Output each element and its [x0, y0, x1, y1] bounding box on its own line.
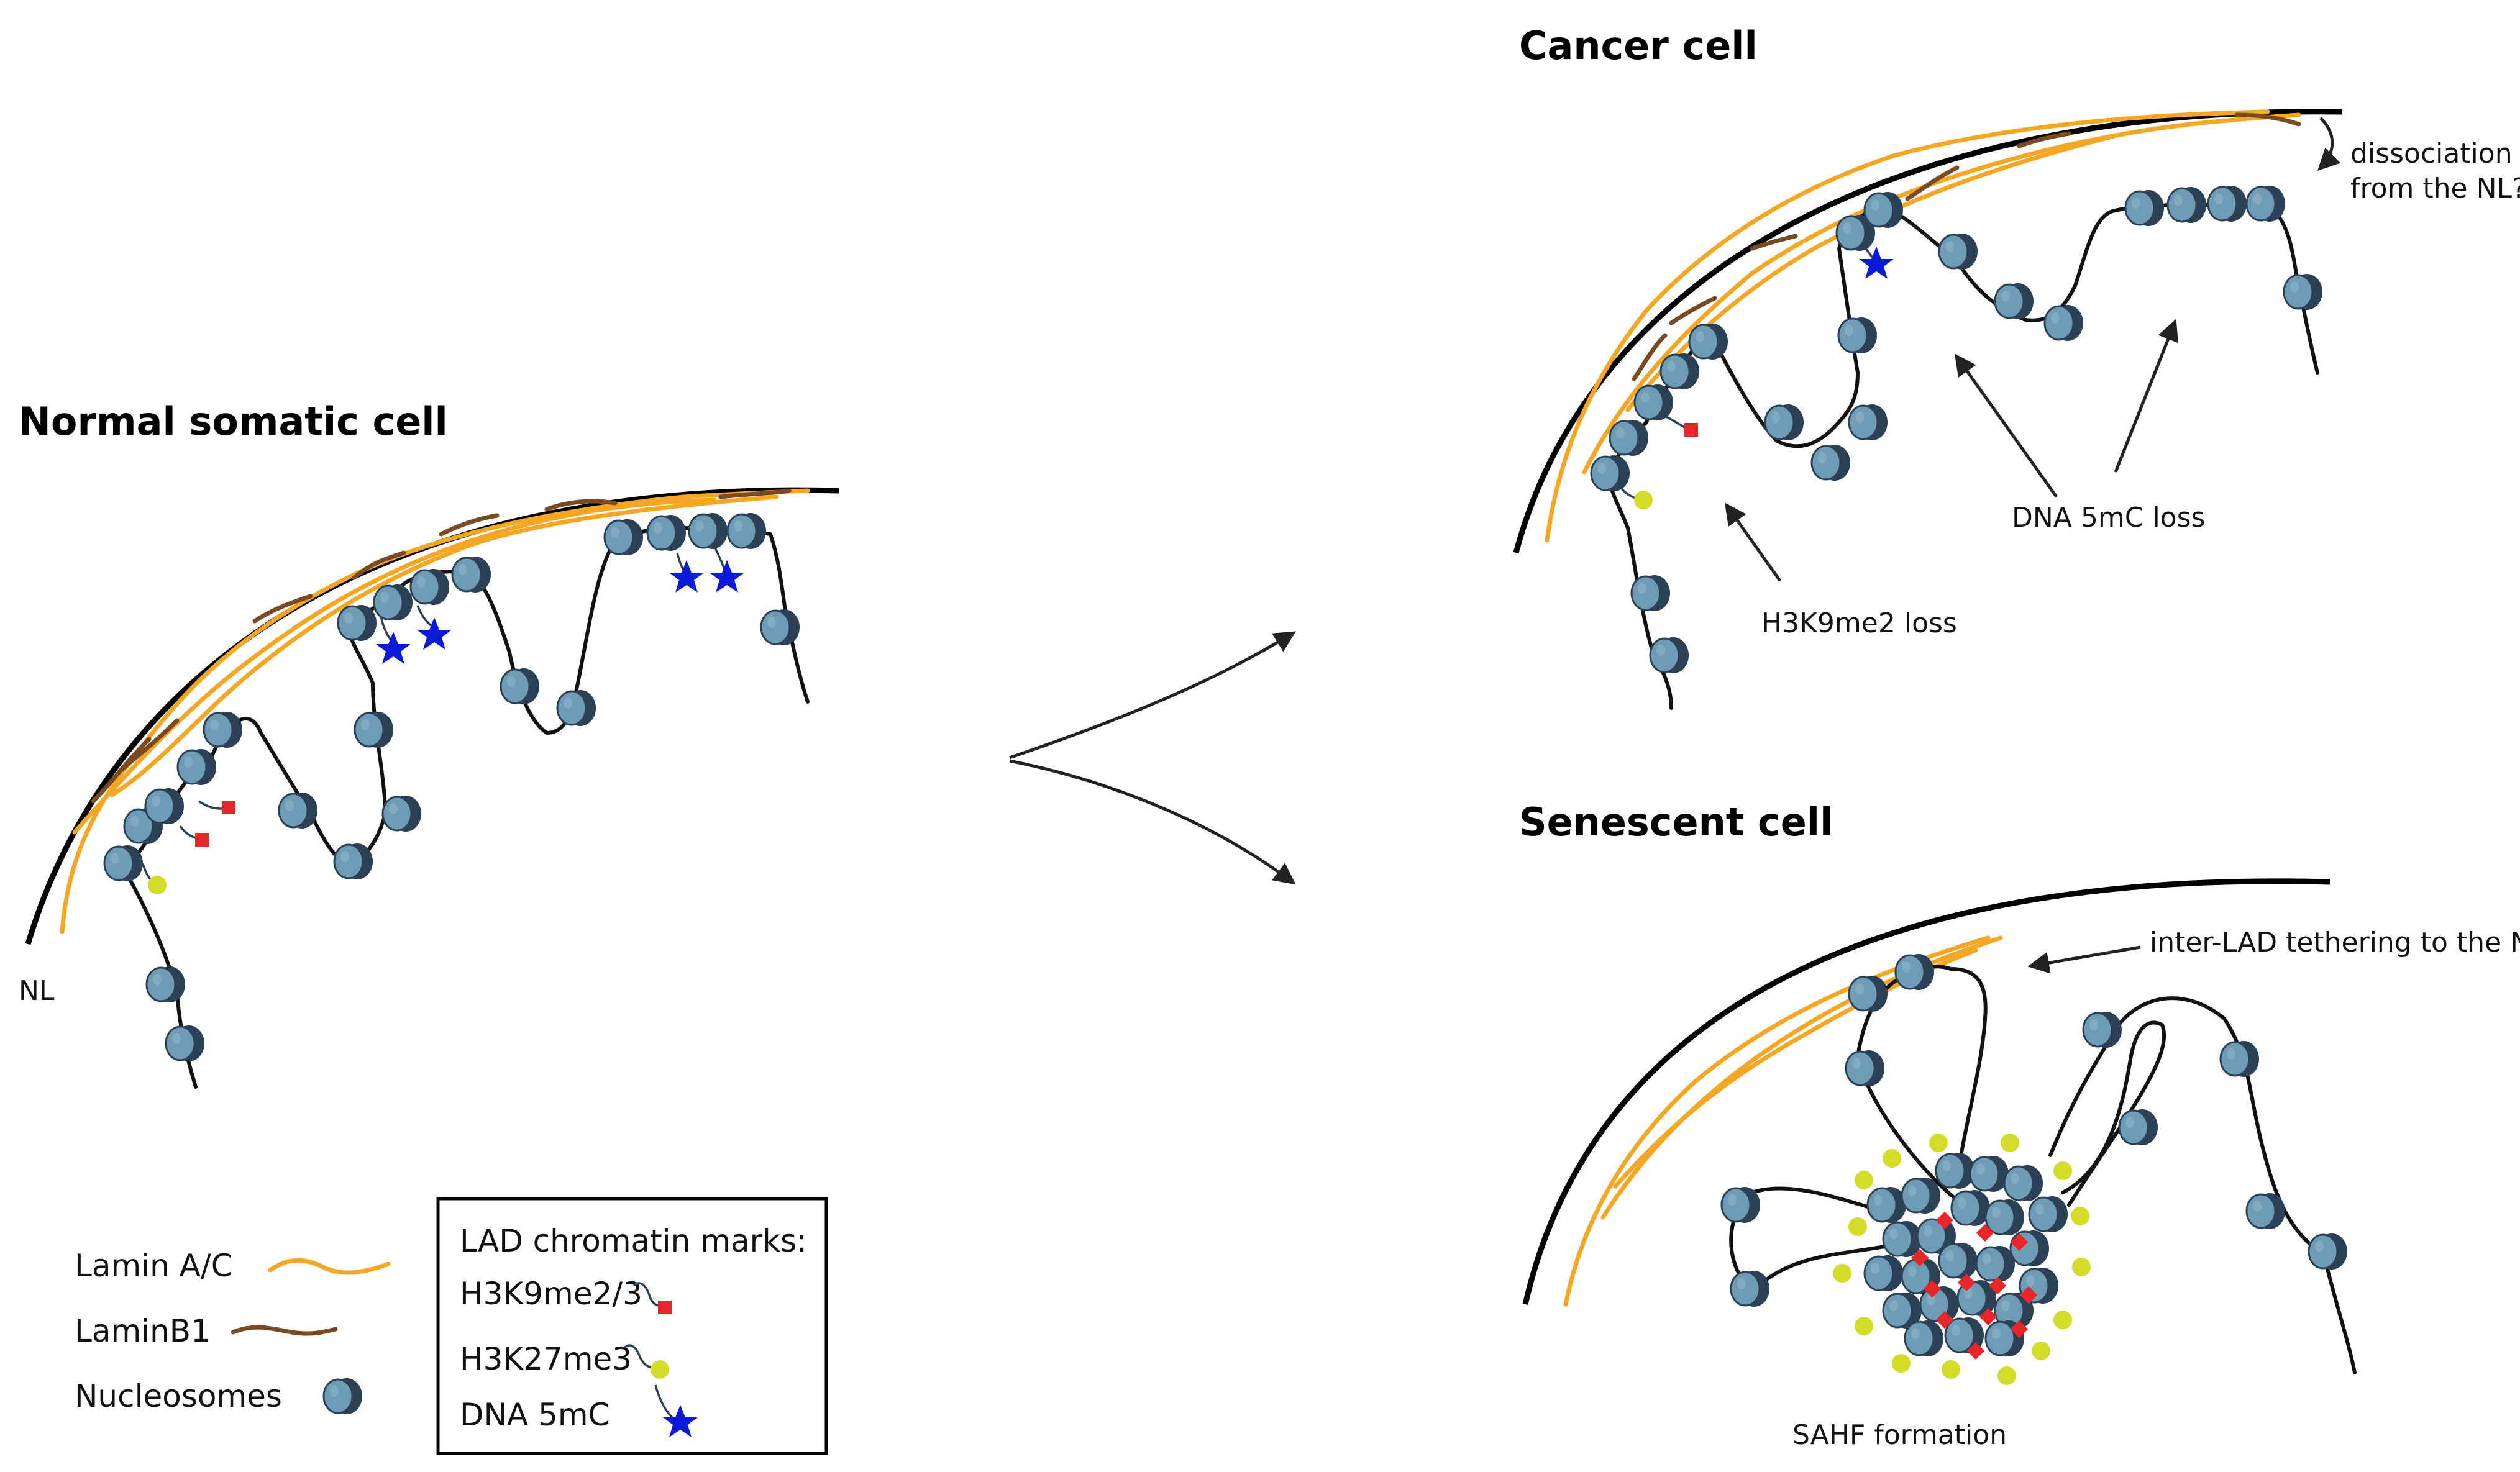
h3k9me23-marker: [658, 1301, 672, 1314]
h3k9me23-label: H3K9me2/3: [460, 1276, 642, 1312]
legend-nucleosome-icon: [322, 1377, 363, 1415]
dissociation-label-line1: dissociation: [2350, 138, 2513, 170]
legend: Lamin A/C LaminB1 Nucleosomes: [75, 1248, 391, 1415]
sahf-cluster: [1833, 1134, 2091, 1385]
nl-label: NL: [19, 975, 55, 1007]
dna-5mc-loss-label: DNA 5mC loss: [2012, 502, 2205, 534]
dna-5mc-label: DNA 5mC: [460, 1397, 609, 1433]
h3k9me2-loss-label: H3K9me2 loss: [1761, 607, 1957, 639]
cancer-chromatin-fiber: [1607, 202, 2319, 710]
inter-lad-tethering-label: inter-LAD tethering to the NL: [2150, 927, 2520, 958]
cancer-lamin-ac: [1545, 109, 2301, 543]
h3k27me3-marker: [651, 1360, 669, 1379]
cancer-cell-panel: Cancer cell: [1513, 23, 2520, 710]
legend-lamin-ac-label: Lamin A/C: [75, 1248, 233, 1284]
chromatin-marks-box: LAD chromatin marks: H3K9me2/3 H3K27me3 …: [436, 1197, 828, 1455]
cancer-cell-title: Cancer cell: [1519, 23, 1758, 68]
h3k27me3-stem: [623, 1344, 653, 1369]
normal-nucleosomes: [103, 512, 801, 1063]
h3k27me3-label: H3K27me3: [460, 1341, 632, 1377]
transition-arrows: [1009, 631, 1296, 885]
cancer-nuclear-envelope: [1513, 109, 2343, 554]
cancer-lamin-b1: [1632, 112, 2301, 381]
cancer-arrows: [1724, 117, 2341, 582]
legend-lamin-ac-swatch: [268, 1258, 391, 1275]
marks-box-title: LAD chromatin marks:: [460, 1223, 807, 1259]
lamin-b1-fragments: [91, 488, 792, 804]
h3k9me23-stem: [632, 1282, 659, 1307]
legend-lamin-b1-label: LaminB1: [75, 1313, 211, 1349]
sahf-formation-label: SAHF formation: [1792, 1419, 2007, 1451]
senescent-chromatin: [1729, 965, 2357, 1374]
senescent-cell-title: Senescent cell: [1519, 799, 1833, 845]
senescent-arrow: [2027, 945, 2141, 974]
legend-lamin-b1-swatch: [231, 1325, 338, 1336]
normal-cell-title: Normal somatic cell: [19, 399, 448, 444]
dissociation-label-line2: from the NL?: [2350, 173, 2520, 204]
senescent-cell-panel: Senescent cell: [1519, 799, 2520, 1451]
legend-nucleosomes-label: Nucleosomes: [75, 1378, 282, 1414]
normal-cell-panel: Normal somatic cell: [19, 399, 839, 1089]
lamin-ac-network: [60, 488, 810, 934]
senescent-nuclear-envelope: [1522, 878, 2331, 1306]
